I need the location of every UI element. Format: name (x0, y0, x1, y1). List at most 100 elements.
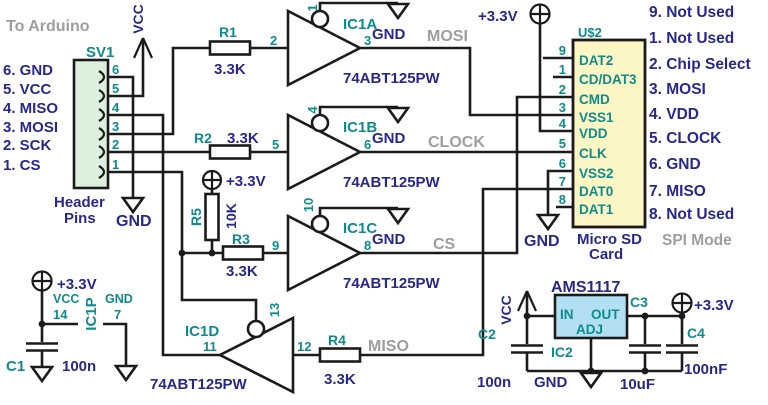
gnd-icon (385, 106, 411, 125)
r4-ref: R4 (328, 332, 346, 348)
ic1p-gnd-label: GND (105, 292, 133, 306)
spi-mode-list: 9. Not Used 1. Not Used 2. Chip Select 3… (649, 4, 751, 249)
capacitor-plates-icon (26, 342, 58, 352)
power-3v3-icon (201, 169, 223, 191)
pin-contact-icon (98, 70, 106, 84)
sd-pin-number: 7 (559, 174, 566, 189)
ic1a-part: 74ABT125PW (343, 70, 441, 87)
power-3v3-symbols (31, 3, 693, 314)
resistor-r3: R3 3.3K (221, 231, 265, 280)
header-pin-number: 3 (112, 119, 119, 134)
junction-dot (38, 320, 46, 328)
ic1d-pin-en: 13 (267, 303, 282, 317)
sd-pin-name: CMD (579, 92, 610, 107)
capacitor-plates-icon (511, 344, 543, 354)
junction-dot (208, 249, 216, 257)
ic1b-pin-en: 4 (305, 106, 320, 114)
sd-pin-name: VDD (579, 126, 608, 141)
vcc-arrow-icon (516, 290, 538, 312)
wire-ic1a-enable-loop (318, 1, 398, 11)
vcc-arrow-icon (132, 37, 154, 59)
regulator-supply-label: +3.3V (694, 297, 734, 314)
buffer-triangle (286, 213, 363, 293)
ic1c-pin-out: 8 (364, 238, 371, 253)
sd-pin-number: 9 (559, 43, 566, 58)
regulator-body (553, 293, 629, 340)
resistor-r1: R1 3.3K (208, 24, 252, 78)
capacitor-c2: C2 100n (477, 326, 543, 391)
wire-pin1-cs (108, 170, 184, 253)
regulator-section: AMS1117 IN OUT ADJ IC2 VCC GND +3.3V C2 … (477, 279, 734, 393)
junction-dots (38, 249, 686, 375)
sd-pin-name: CD/DAT3 (579, 72, 637, 87)
regulator-pin-in: IN (560, 307, 574, 322)
ic1p-ref: IC1P (83, 297, 100, 330)
resistor-body (204, 192, 220, 242)
spi-list-item: 1. Not Used (649, 30, 734, 47)
sd-pin-numbers: 9 1 2 3 4 5 6 7 8 (559, 43, 567, 207)
ic1b-pin-in: 5 (272, 137, 279, 152)
buffer-triangle (286, 8, 363, 88)
gnd-icon (29, 365, 55, 384)
sd-pin-names: DAT2 CD/DAT3 CMD VSS1 VDD CLK VSS2 DAT0 … (579, 53, 637, 217)
power-3v3-icon (529, 3, 551, 25)
wire-ic1c-enable-loop (318, 206, 398, 216)
r2-ref: R2 (194, 130, 212, 146)
ic1c-pin-en: 10 (301, 198, 316, 212)
ic1p-vcc-label: VCC (53, 292, 79, 306)
header-pin-number: 5 (112, 81, 119, 96)
wire-ic1b-enable-loop (318, 105, 398, 115)
sd-pin-name: DAT2 (579, 53, 613, 68)
sd-caption-2: Card (589, 246, 623, 263)
r5-value: 10K (223, 203, 239, 229)
sd-body (571, 38, 647, 229)
buffer-ic1b: 4 5 6 IC1B GND CLOCK 74ABT125PW (272, 106, 485, 192)
sd-pin-number: 2 (559, 82, 566, 97)
sv1-ref: SV1 (86, 44, 114, 61)
enable-bubble-icon (310, 9, 330, 29)
header-pin-numbers: 6 5 4 3 2 1 (112, 62, 120, 172)
capacitor-c1: C1 100n (6, 342, 96, 375)
enable-bubble-icon (310, 214, 330, 234)
ic1c-gnd-label: GND (372, 231, 406, 248)
sd-pin-number: 1 (559, 62, 566, 77)
enable-bubble-icon (310, 113, 330, 133)
sd-pin-name: VSS1 (579, 110, 614, 125)
net-label-cs: CS (433, 236, 456, 253)
sd-ref: U$2 (578, 25, 602, 40)
header-pin-number: 4 (112, 100, 120, 115)
gnd-icon (385, 2, 411, 21)
wire-mosi-net (360, 46, 573, 117)
r4-value: 3.3K (324, 371, 356, 388)
resistor-body (208, 40, 252, 56)
capacitor-plates-icon (666, 344, 698, 354)
arduino-header-section: To Arduino SV1 6 5 4 3 2 1 6. GND 5. VCC… (3, 4, 152, 230)
spi-list-item: 3. MOSI (649, 81, 706, 98)
wire-pin6-gnd (108, 75, 135, 198)
r2-value: 3.3K (227, 130, 259, 147)
spi-mode-label: SPI Mode (662, 232, 732, 249)
regulator-part: AMS1117 (551, 279, 620, 296)
c3-value: 10uF (620, 376, 655, 393)
spi-list-item: 7. MISO (649, 183, 706, 200)
r5-ref: R5 (188, 208, 204, 226)
wire-ic1p-pin7 (103, 322, 128, 366)
resistor-body (208, 144, 252, 160)
regulator-pin-out: OUT (591, 307, 620, 322)
power-pins-ic1p: +3.3V VCC 14 IC1P GND 7 C1 100n (6, 276, 133, 375)
vcc-symbols (132, 37, 538, 312)
spi-list-item: 5. CLOCK (649, 130, 722, 147)
ic1a-pin-in: 2 (270, 33, 277, 48)
c3-ref: C3 (630, 294, 648, 310)
ic1a-pin-out: 3 (364, 33, 371, 48)
header-pin-number: 6 (112, 62, 119, 77)
spi-list-item: 9. Not Used (649, 4, 734, 21)
power-3v3-icon (31, 270, 53, 292)
sd-supply-label: +3.3V (478, 8, 518, 25)
c4-value: 100nF (684, 361, 727, 378)
gnd-icon (535, 213, 561, 232)
resistor-body (221, 245, 265, 261)
junction-dot (641, 367, 649, 375)
r3-value: 3.3K (226, 263, 258, 280)
sd-pin-number: 3 (559, 100, 566, 115)
